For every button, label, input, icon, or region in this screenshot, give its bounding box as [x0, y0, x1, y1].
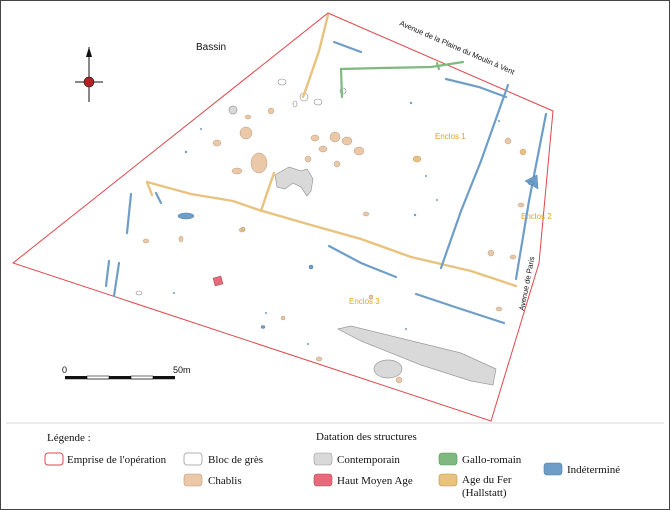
- label-enclos-2: Enclos 2: [521, 212, 552, 221]
- chablis: [239, 126, 253, 140]
- bloc-de-gres: [313, 98, 323, 106]
- gallo-romain-ditch: [339, 60, 465, 99]
- chablis: [318, 145, 328, 153]
- legend-swatch-bloc-de-gres: [183, 452, 203, 466]
- indetermine-features: [104, 40, 548, 325]
- chablis: [142, 238, 150, 244]
- age-du-fer-pits: [240, 148, 527, 232]
- chablis: [341, 136, 353, 146]
- legend-swatch-haut-moyen-age: [313, 473, 333, 487]
- chablis: [333, 160, 341, 168]
- contemporain-large-trench: [336, 325, 497, 386]
- chablis: [244, 114, 252, 120]
- chablis: [395, 376, 403, 384]
- indetermine-pit: [308, 264, 314, 270]
- emprise-boundary: [11, 12, 554, 422]
- legend-bloc-de-gres-label: Bloc de grès: [208, 454, 263, 466]
- legend-swatch-contemporain: [313, 452, 333, 466]
- chablis: [362, 211, 370, 217]
- indetermine-pits: [177, 174, 539, 329]
- chablis: [178, 235, 184, 243]
- gallo-romain-features: [339, 60, 465, 99]
- indetermine-ditch: [327, 244, 398, 279]
- indetermine-pit: [177, 212, 195, 220]
- indetermine-pit: [527, 180, 535, 186]
- indetermine-ditch: [332, 40, 363, 54]
- chablis: [329, 131, 341, 143]
- legend-age-du-fer-sub-label: (Hallstatt): [462, 487, 507, 499]
- chablis: [487, 249, 495, 257]
- legend-gallo-romain-label: Gallo-romain: [462, 454, 522, 466]
- legend-chablis-label: Chablis: [208, 475, 242, 487]
- label-bassin: Bassin: [196, 42, 226, 53]
- chablis: [504, 137, 512, 145]
- age-du-fer-pit: [412, 155, 422, 163]
- chablis: [315, 356, 323, 362]
- ditch-small: [145, 180, 154, 197]
- legend-age-du-fer-label: Age du Fer: [462, 474, 512, 486]
- legend-indetermine-label: Indéterminé: [567, 464, 620, 476]
- legend-swatch-emprise: [44, 452, 64, 466]
- gallo-romain-ditch-end: [435, 61, 441, 71]
- age-du-fer-pit: [519, 148, 527, 156]
- age-du-fer-pit: [240, 226, 246, 232]
- chablis: [509, 254, 517, 260]
- contemporain-cluster: [274, 166, 314, 197]
- scale-end-label: 50m: [173, 365, 191, 375]
- legend-swatch-age-du-fer: [438, 473, 458, 487]
- legend-swatch-chablis: [183, 473, 203, 487]
- legend-haut-moyen-age-label: Haut Moyen Age: [337, 475, 413, 487]
- legend-title: Légende :: [47, 432, 91, 444]
- chablis: [212, 139, 222, 147]
- age-du-fer-features: [145, 13, 518, 288]
- indetermine-ditch: [154, 191, 163, 205]
- legend-emprise-label: Emprise de l'opération: [67, 454, 167, 466]
- contemporain-pit: [373, 359, 403, 379]
- chablis: [495, 306, 503, 312]
- indetermine-ditch-long: [439, 83, 510, 270]
- bloc-de-gres: [277, 78, 287, 86]
- label-avenue-paris: Avenue de Paris: [517, 256, 536, 312]
- legend-contemporain-label: Contemporain: [337, 454, 400, 466]
- contemporain-features: [228, 105, 497, 386]
- bloc-de-gres: [292, 100, 298, 108]
- north-arrow-icon: [75, 47, 103, 102]
- label-enclos-1: Enclos 1: [435, 132, 466, 141]
- chablis-features: [142, 107, 525, 384]
- enclosure-ditch-north: [301, 13, 330, 99]
- chablis: [231, 167, 243, 175]
- label-enclos-3: Enclos 3: [349, 297, 380, 306]
- enclosure-ditch-branch: [259, 171, 276, 213]
- legend: Légende : Datation des structures Empris…: [44, 431, 620, 499]
- scale-bar: [65, 375, 175, 380]
- chablis: [267, 107, 275, 115]
- chablis: [353, 146, 365, 156]
- indetermine-ditch: [444, 77, 508, 99]
- chablis: [280, 315, 286, 321]
- enclosure-ditch-main: [145, 180, 518, 288]
- bloc-de-gres-features: [135, 78, 347, 296]
- indetermine-ditch: [125, 192, 133, 235]
- indetermine-pit: [260, 325, 266, 329]
- chablis: [310, 134, 320, 142]
- chablis: [304, 155, 312, 163]
- contemporain-pit: [228, 105, 238, 115]
- haut-moyen-age-feature: [212, 275, 224, 287]
- scale-start-label: 0: [62, 365, 67, 375]
- small-features: [173, 101, 500, 345]
- bloc-de-gres: [135, 290, 143, 296]
- indetermine-ditch: [414, 292, 506, 325]
- legend-swatch-gallo-romain: [438, 452, 458, 466]
- indetermine-ditch: [112, 261, 121, 298]
- indetermine-ditch-east: [514, 112, 548, 281]
- indetermine-ditch: [104, 259, 111, 288]
- legend-dating-title: Datation des structures: [316, 431, 417, 443]
- chablis: [517, 202, 525, 208]
- chablis: [368, 294, 374, 300]
- legend-swatch-indetermine: [543, 462, 563, 476]
- chablis: [250, 152, 268, 174]
